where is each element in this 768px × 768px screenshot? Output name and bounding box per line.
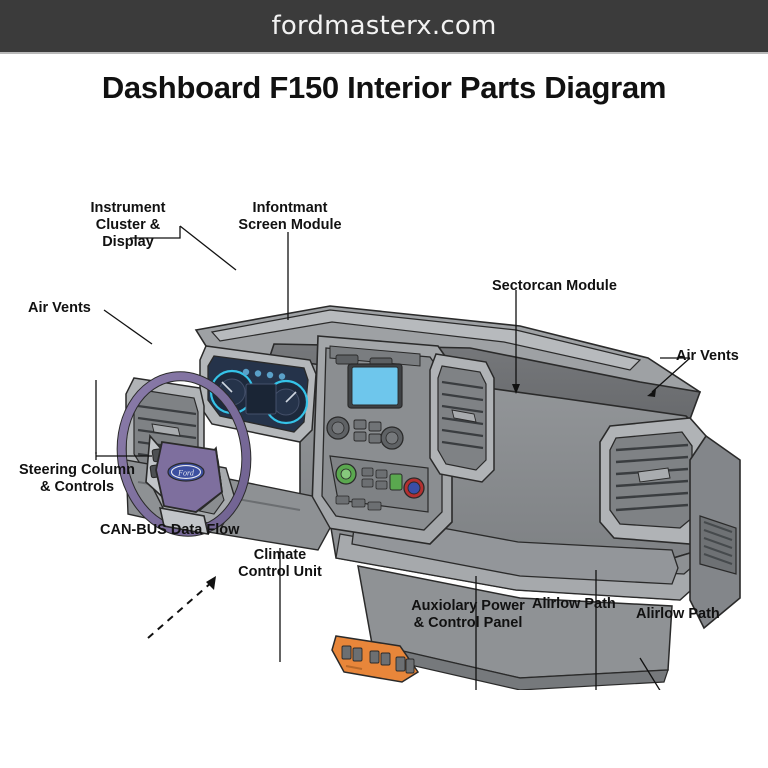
radio-button-grid[interactable] xyxy=(353,419,382,444)
auxiliary-power-panel[interactable] xyxy=(331,635,420,683)
dashboard-illustration: Ford xyxy=(95,225,741,690)
air-vent-center-right xyxy=(429,353,495,483)
label-climate-control-unit: Climate Control Unit xyxy=(238,547,322,580)
label-auxiliary-power-panel: Auxiolary Power & Control Panel xyxy=(411,598,525,631)
label-instrument-cluster: Instrument Cluster & Display xyxy=(90,200,166,250)
label-air-vents-right: Air Vents xyxy=(676,348,739,364)
air-vent-right xyxy=(599,417,741,630)
ford-badge: Ford xyxy=(167,462,205,482)
site-domain-text: fordmasterx.com xyxy=(271,11,497,41)
page-title: Dashboard F150 Interior Parts Diagram xyxy=(101,70,667,105)
label-airflow-path-center: Alirlow Path xyxy=(532,596,616,612)
diagram-stage: Ford xyxy=(0,130,768,690)
leader-lines xyxy=(95,225,691,690)
infotainment-screen[interactable] xyxy=(347,363,403,409)
steering-wheel[interactable]: Ford xyxy=(112,368,257,540)
svg-text:Ford: Ford xyxy=(177,469,195,478)
label-can-bus-data-flow: CAN-BUS Data Flow xyxy=(100,522,240,538)
climate-knob-blue xyxy=(407,481,421,495)
can-bus-flow-arrow xyxy=(147,576,216,639)
label-steering-column: Steering Column & Controls xyxy=(18,462,135,495)
center-console-stack xyxy=(311,335,453,683)
label-sectorcan-module: Sectorcan Module xyxy=(492,278,617,294)
cluster-telltales xyxy=(242,368,286,380)
label-air-vents-left: Air Vents xyxy=(28,300,91,316)
label-infotainment-screen: Infontmant Screen Module xyxy=(238,200,342,233)
climate-green-panel xyxy=(389,473,403,491)
radio-knobs[interactable] xyxy=(326,416,404,450)
climate-control-unit[interactable] xyxy=(329,455,429,513)
label-airflow-path-right: Alirlow Path xyxy=(636,606,720,622)
gauge-left xyxy=(209,369,255,415)
site-header-bar: fordmasterx.com xyxy=(0,0,768,52)
header-underline xyxy=(0,52,768,54)
